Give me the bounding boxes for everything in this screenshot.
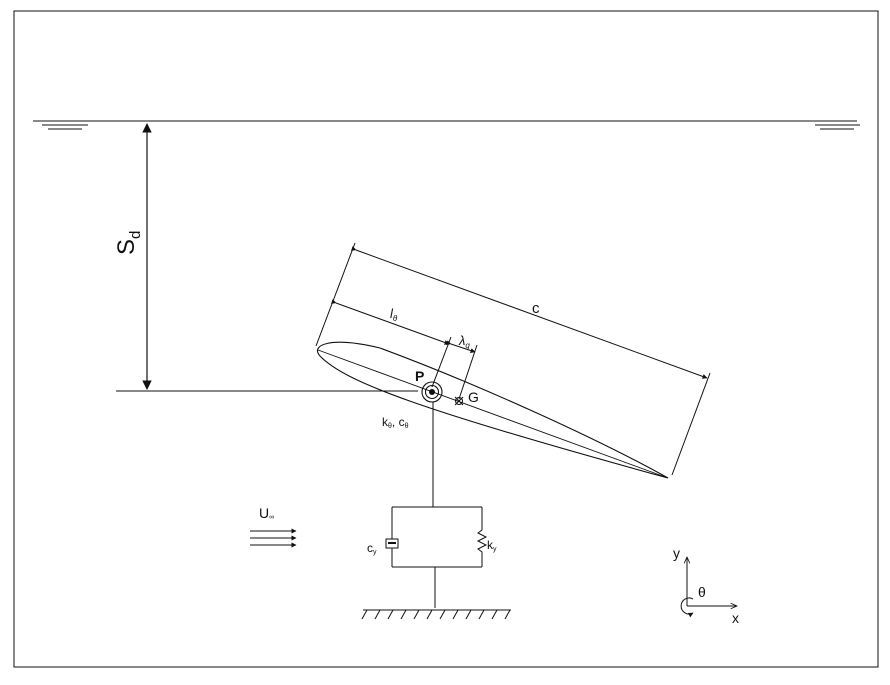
chord-label: c bbox=[532, 300, 540, 317]
svg-text:kθ, cθ: kθ, cθ bbox=[382, 415, 409, 430]
torsion-stiffness-label: k bbox=[382, 415, 389, 429]
flow-label: U bbox=[259, 505, 269, 521]
heave-spring bbox=[476, 507, 488, 567]
heave-damper bbox=[385, 507, 399, 567]
cg-offset-arrow bbox=[445, 340, 476, 353]
ground-support bbox=[361, 609, 511, 620]
chord-line bbox=[317, 349, 669, 479]
cg-marker bbox=[455, 397, 463, 405]
free-surface bbox=[33, 120, 860, 130]
flow-subscript: ∞ bbox=[269, 514, 274, 521]
svg-text:Sd: Sd bbox=[113, 231, 144, 255]
chord-arrow bbox=[350, 246, 708, 379]
chord-dimension: c bbox=[315, 242, 711, 476]
pivot-distance-dimension: lθ bbox=[330, 299, 452, 388]
figure-frame bbox=[13, 10, 879, 668]
pivot-distance-subscript: θ bbox=[393, 314, 398, 323]
pivot-point: P bbox=[415, 368, 443, 403]
pivot-center bbox=[429, 389, 435, 395]
pivot-label: P bbox=[415, 368, 424, 384]
cg-label: G bbox=[468, 389, 479, 405]
cg-offset-subscript: g bbox=[465, 341, 470, 350]
cg-offset-label: λ bbox=[458, 333, 465, 348]
svg-text:ky: ky bbox=[487, 538, 497, 553]
foil-profile bbox=[317, 341, 669, 479]
depth-dimension: Sd bbox=[113, 123, 418, 392]
svg-text:U∞: U∞ bbox=[259, 505, 274, 521]
theta-label: θ bbox=[698, 584, 706, 600]
svg-text:λg: λg bbox=[458, 333, 470, 350]
cg-offset-dimension: λg bbox=[445, 333, 478, 400]
spring-subscript: y bbox=[493, 546, 497, 553]
depth-subscript: d bbox=[127, 231, 144, 239]
torsion-separator: , c bbox=[392, 415, 405, 429]
damper-subscript: y bbox=[373, 549, 377, 556]
torsion-damping-subscript: θ bbox=[405, 423, 409, 430]
damper-label: c bbox=[367, 541, 373, 555]
pivot-distance-arrow bbox=[330, 299, 450, 345]
svg-text:cy: cy bbox=[367, 541, 377, 556]
y-axis-label: y bbox=[673, 545, 680, 561]
coordinate-axes: y x θ bbox=[673, 545, 739, 626]
heave-support: cy ky bbox=[361, 402, 511, 620]
theta-rotation-arrow bbox=[680, 597, 694, 618]
x-axis-label: x bbox=[732, 610, 739, 626]
torsion-spring-outer bbox=[421, 381, 443, 403]
depth-label: S bbox=[113, 239, 140, 255]
svg-text:lθ: lθ bbox=[390, 306, 398, 323]
center-of-gravity: G bbox=[454, 389, 479, 406]
spring-label: k bbox=[487, 538, 494, 552]
pivot-distance-label: l bbox=[390, 306, 394, 321]
torsion-spring-inner bbox=[424, 384, 440, 400]
freestream-flow: U∞ bbox=[250, 505, 297, 548]
hydrofoil bbox=[317, 341, 669, 479]
torsion-stiffness-subscript: θ bbox=[388, 423, 392, 430]
